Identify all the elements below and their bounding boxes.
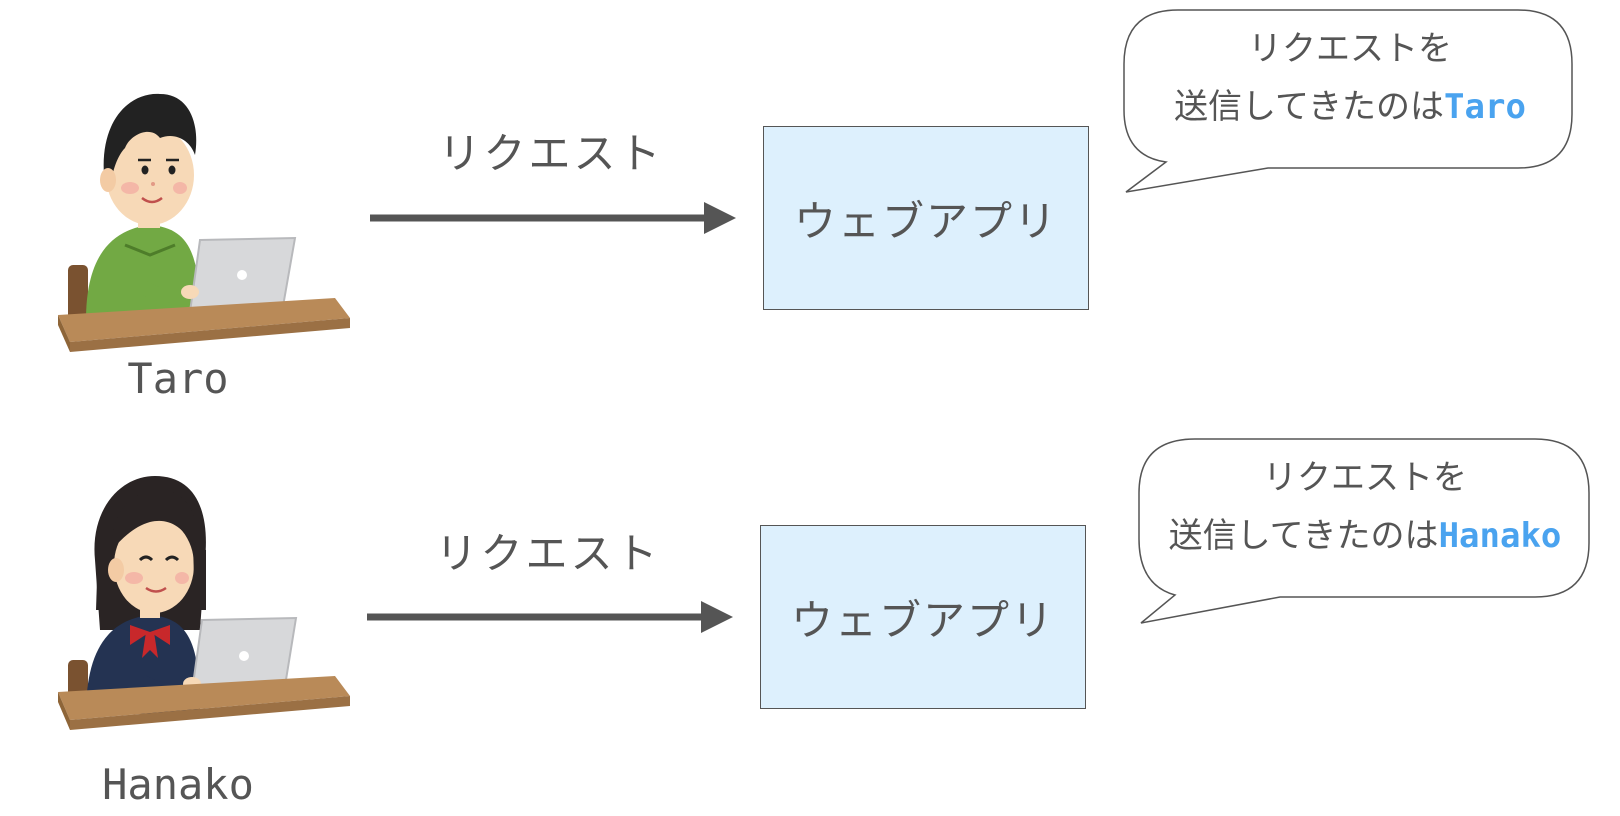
girl-with-laptop-icon (58, 476, 350, 730)
person-name-hanako: Hanako (102, 760, 254, 809)
bubble-line-2: 送信してきたのはTaro (1130, 78, 1570, 136)
bubble-line-2-prefix: 送信してきたのは (1174, 87, 1445, 127)
sender-name-highlight: Taro (1444, 87, 1526, 127)
request-arrow (367, 601, 733, 633)
web-app-box: ウェブアプリ (763, 126, 1089, 310)
bubble-line-1: リクエストを (1248, 29, 1452, 69)
request-label: リクエスト (438, 129, 664, 178)
request-label: リクエスト (435, 529, 661, 578)
speech-bubble (1123, 9, 1573, 193)
bubble-line-2: 送信してきたのはHanako (1137, 507, 1593, 565)
bubble-line-1: リクエストを (1263, 458, 1467, 498)
boy-with-laptop-icon (58, 93, 350, 352)
person-name-taro: Taro (127, 354, 229, 403)
speech-bubble-text: リクエストを 送信してきたのはHanako (1137, 449, 1593, 565)
request-arrow (370, 202, 736, 234)
web-app-box: ウェブアプリ (760, 525, 1086, 709)
web-app-label: ウェブアプリ (790, 595, 1055, 645)
web-app-label: ウェブアプリ (793, 196, 1058, 246)
speech-bubble (1138, 438, 1590, 624)
speech-bubble-text: リクエストを 送信してきたのはTaro (1130, 20, 1570, 136)
bubble-line-2-prefix: 送信してきたのは (1168, 516, 1439, 556)
sender-name-highlight: Hanako (1438, 516, 1562, 556)
